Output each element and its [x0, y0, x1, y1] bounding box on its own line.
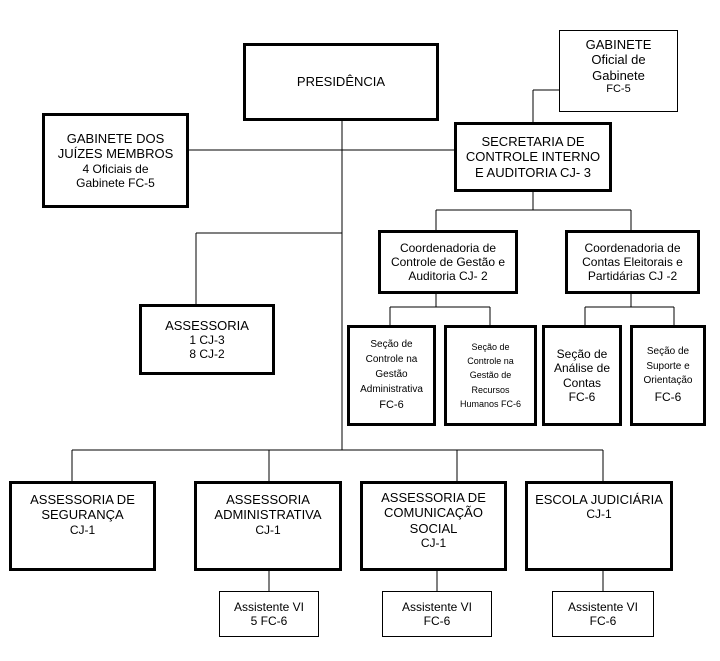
coordenadoria-gestao-box: Coordenadoria de Controle de Gestão e Au… — [378, 230, 518, 294]
secao-analise-line: Análise de — [553, 361, 611, 376]
assessoria-line: ASSESSORIA — [165, 317, 249, 333]
secao-rh-line: Humanos FC-6 — [459, 399, 522, 410]
secao-analise-line: FC-6 — [568, 389, 596, 404]
secao-adm-line: FC-6 — [379, 399, 404, 412]
gabinete-juizes-line: Gabinete FC-5 — [76, 175, 155, 190]
assessoria-comunicacao-line: COMUNICAÇÃO — [384, 505, 483, 521]
assessoria-seguranca-line: CJ-1 — [69, 522, 96, 537]
secao-rh-line: Controle na — [467, 355, 514, 366]
secao-analise-line: Seção de — [556, 347, 608, 362]
coordenadoria-contas-line: Partidárias CJ -2 — [587, 269, 678, 284]
assessoria-seguranca-line: ASSESSORIA DE — [30, 492, 135, 507]
assistente-comunicacao-box: Assistente VI FC-6 — [382, 591, 492, 637]
gabinete-line: GABINETE — [585, 37, 652, 52]
secao-controle-rh-box: Seção de Controle na Gestão de Recursos … — [444, 325, 537, 426]
coordenadoria-gestao-line: Coordenadoria de — [399, 240, 497, 255]
assistente-adm-line: Assistente VI — [233, 599, 305, 614]
gabinete-juizes-line: 4 Oficiais de — [82, 161, 149, 176]
escola-judiciaria-line: CJ-1 — [586, 507, 612, 522]
assistente-com-line: FC-6 — [423, 614, 451, 628]
assessoria-comunicacao-line: ASSESSORIA DE — [381, 490, 486, 505]
assessoria-box: ASSESSORIA 1 CJ-3 8 CJ-2 — [139, 304, 275, 375]
assessoria-seguranca-box: ASSESSORIA DE SEGURANÇA CJ-1 — [9, 481, 156, 571]
secao-adm-line: Gestão — [375, 369, 408, 381]
secao-suporte-line: Orientação — [643, 375, 693, 387]
assessoria-seguranca-line: SEGURANÇA — [41, 507, 124, 523]
secao-rh-line: Seção de — [471, 341, 510, 352]
secao-adm-line: Administrativa — [360, 384, 423, 396]
secretaria-box: SECRETARIA DE CONTROLE INTERNO E AUDITOR… — [454, 122, 612, 192]
secao-suporte-line: Seção de — [646, 346, 690, 358]
gabinete-juizes-box: GABINETE DOS JUÍZES MEMBROS 4 Oficiais d… — [42, 113, 189, 208]
secao-adm-line: Controle na — [365, 354, 418, 366]
secao-suporte-line: FC-6 — [654, 389, 682, 404]
assistente-escola-line: FC-6 — [589, 614, 617, 628]
coordenadoria-gestao-line: Controle de Gestão e — [390, 254, 506, 269]
assessoria-administrativa-line: CJ-1 — [255, 522, 281, 537]
assessoria-line: 8 CJ-2 — [189, 347, 225, 362]
assistente-administrativa-box: Assistente VI 5 FC-6 — [219, 591, 319, 637]
secretaria-line: E AUDITORIA CJ- 3 — [474, 164, 592, 180]
gabinete-juizes-line: GABINETE DOS — [66, 131, 165, 147]
coordenadoria-contas-line: Coordenadoria de — [584, 240, 681, 255]
assessoria-administrativa-box: ASSESSORIA ADMINISTRATIVA CJ-1 — [194, 481, 342, 571]
coordenadoria-gestao-line: Auditoria CJ- 2 — [408, 269, 488, 284]
gabinete-box: GABINETE Oficial de Gabinete FC-5 — [559, 30, 678, 112]
secao-rh-line: Recursos — [471, 384, 510, 395]
assessoria-administrativa-line: ASSESSORIA — [226, 492, 310, 507]
secao-analise-contas-box: Seção de Análise de Contas FC-6 — [542, 325, 622, 426]
assistente-escola-line: Assistente VI — [567, 599, 639, 614]
secao-controle-administrativa-box: Seção de Controle na Gestão Administrati… — [347, 325, 436, 426]
secao-suporte-orientacao-box: Seção de Suporte e Orientação FC-6 — [630, 325, 706, 426]
secao-adm-line: Seção de — [370, 339, 413, 351]
assistente-escola-box: Assistente VI FC-6 — [552, 591, 654, 637]
gabinete-line: FC-5 — [606, 82, 631, 95]
assessoria-comunicacao-line: SOCIAL — [409, 520, 458, 536]
coordenadoria-contas-line: Contas Eleitorais e — [582, 254, 683, 269]
presidencia-line: PRESIDÊNCIA — [296, 74, 386, 90]
presidencia-box: PRESIDÊNCIA — [243, 43, 439, 121]
secretaria-line: SECRETARIA DE — [481, 134, 585, 149]
gabinete-juizes-line: JUÍZES MEMBROS — [57, 146, 174, 162]
assessoria-comunicacao-box: ASSESSORIA DE COMUNICAÇÃO SOCIAL CJ-1 — [360, 481, 507, 571]
gabinete-line: Oficial de — [591, 52, 646, 68]
gabinete-line: Gabinete — [592, 67, 645, 83]
assessoria-administrativa-line: ADMINISTRATIVA — [214, 507, 322, 523]
assessoria-comunicacao-line: CJ-1 — [420, 535, 447, 550]
escola-judiciaria-line: ESCOLA JUDICIÁRIA — [535, 492, 663, 507]
assistente-com-line: Assistente VI — [401, 599, 473, 614]
escola-judiciaria-box: ESCOLA JUDICIÁRIA CJ-1 — [525, 481, 673, 571]
coordenadoria-contas-box: Coordenadoria de Contas Eleitorais e Par… — [565, 230, 700, 294]
assistente-adm-line: 5 FC-6 — [250, 614, 288, 628]
secao-suporte-line: Suporte e — [646, 360, 690, 372]
secao-rh-line: Gestão de — [469, 370, 512, 381]
secao-analise-line: Contas — [562, 375, 602, 390]
assessoria-line: 1 CJ-3 — [189, 333, 225, 347]
secretaria-line: CONTROLE INTERNO — [465, 149, 601, 165]
